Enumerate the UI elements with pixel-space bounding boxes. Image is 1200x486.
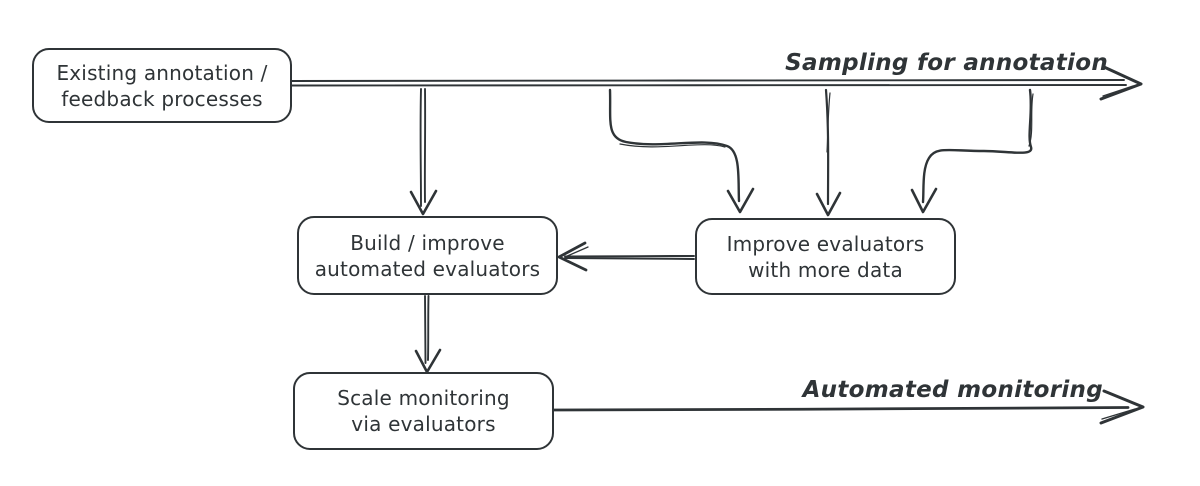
node-label-line: with more data	[748, 257, 903, 282]
node-build-improve: Build / improve automated evaluators	[297, 216, 558, 295]
arrow-drop-straight	[815, 88, 842, 217]
arrow-drop-to-build	[409, 88, 438, 216]
arrow-drop-curve-right	[910, 88, 1034, 214]
node-label-line: automated evaluators	[314, 256, 541, 281]
node-label-line: Scale monitoring	[337, 386, 510, 410]
arrow-build-to-scale	[414, 295, 442, 374]
node-improve-evaluators: Improve evaluators with more data	[695, 218, 956, 295]
node-label-line: Improve evaluators	[726, 231, 925, 256]
arrow-automated-monitoring	[552, 389, 1145, 425]
node-scale-monitoring: Scale monitoring via evaluators	[293, 372, 554, 450]
node-label-line: Existing annotation /	[56, 60, 268, 85]
label-sampling-for-annotation: Sampling for annotation	[785, 50, 1108, 76]
node-label-line: Build / improve	[350, 230, 505, 255]
arrow-drop-curve-left	[608, 88, 755, 214]
arrow-improve-to-build	[557, 241, 695, 272]
arrow-sampling-for-annotation	[291, 65, 1143, 101]
node-existing-annotation: Existing annotation / feedback processes	[32, 48, 292, 123]
node-label-line: feedback processes	[61, 86, 263, 111]
label-automated-monitoring: Automated monitoring	[802, 377, 1103, 403]
node-label-line: via evaluators	[351, 412, 496, 436]
